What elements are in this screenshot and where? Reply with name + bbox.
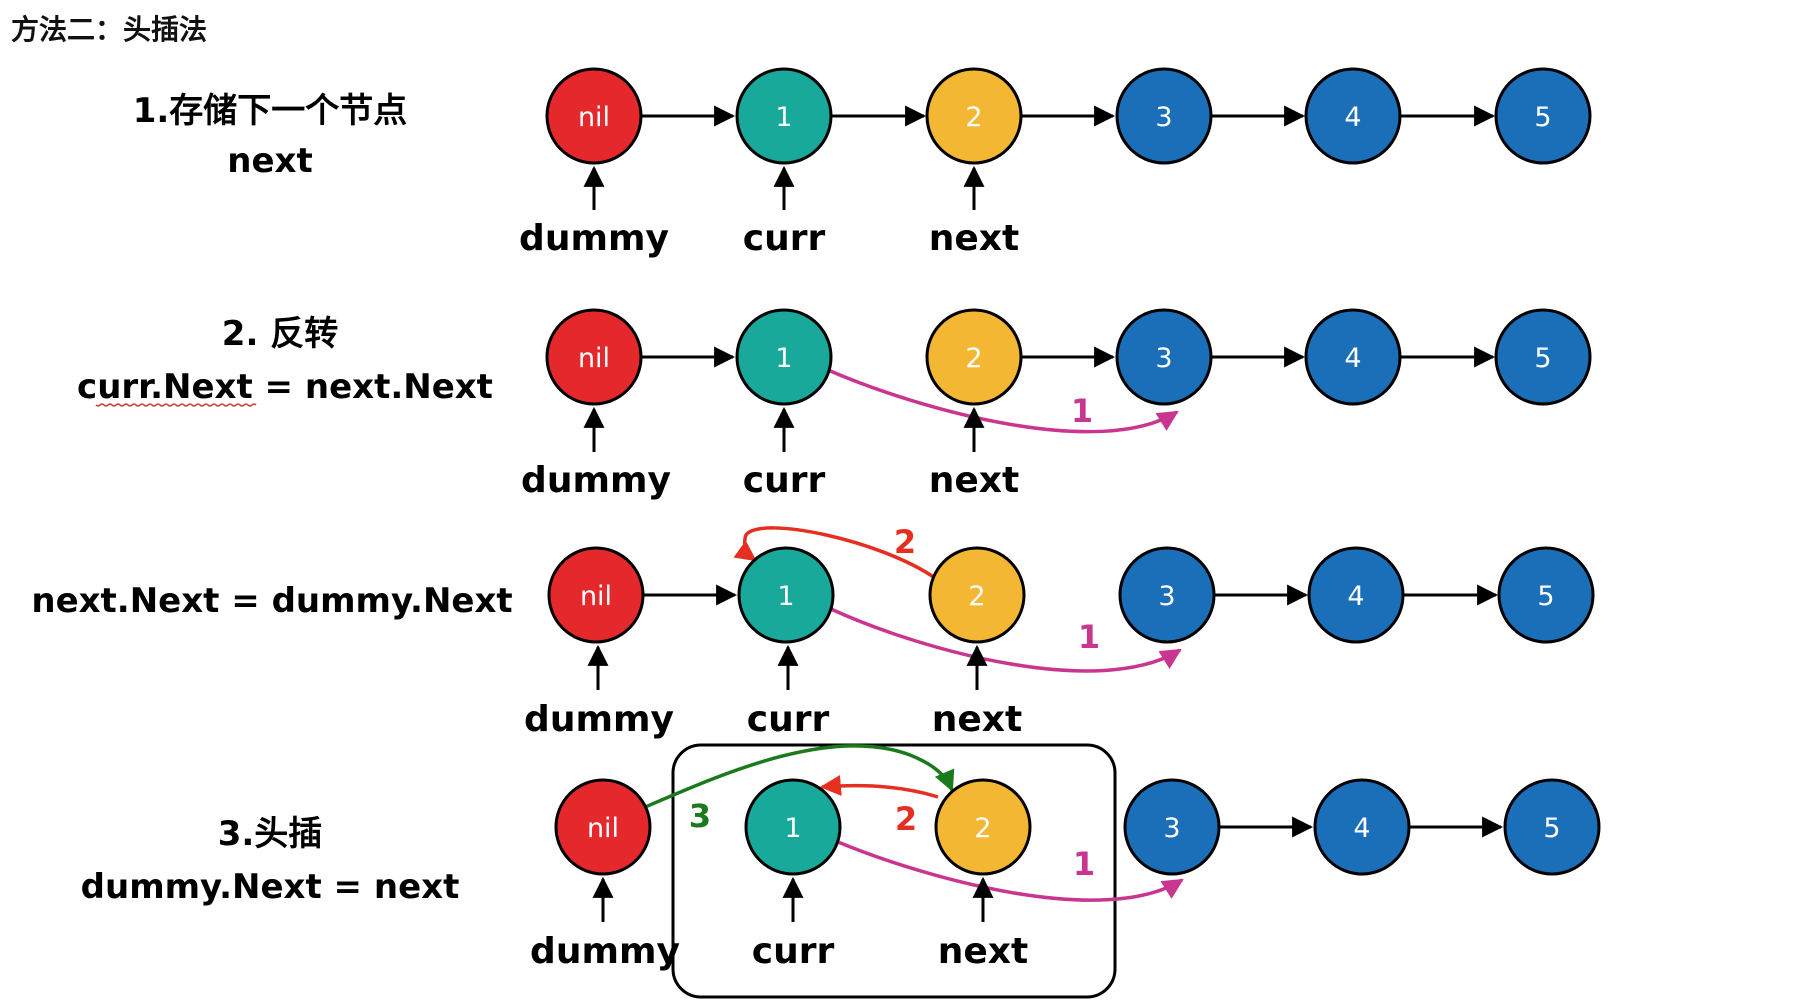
step3-title: 3.头插: [218, 814, 323, 854]
node-5: [1494, 67, 1592, 165]
curr-label: curr: [743, 460, 826, 501]
node-nil-label: nil: [578, 343, 610, 374]
node-2: [928, 546, 1026, 644]
link-label-1: 1: [1073, 845, 1095, 883]
node-3: [1115, 67, 1213, 165]
spellcheck-underline: [95, 403, 257, 407]
curr-label: curr: [752, 931, 835, 972]
node-3-label: 3: [1163, 813, 1180, 844]
step2-title: 2. 反转: [222, 314, 338, 354]
dummy-label: dummy: [524, 699, 674, 740]
step3-code: dummy.Next = next: [81, 867, 460, 907]
node-4: [1307, 546, 1405, 644]
step1-code: next: [227, 141, 312, 181]
node-nil: [545, 308, 643, 406]
node-5-label: 5: [1534, 102, 1551, 133]
node-1: [735, 308, 833, 406]
dummy-label: dummy: [530, 931, 680, 972]
node-3-label: 3: [1158, 581, 1175, 612]
next-label: next: [929, 460, 1019, 501]
node-nil: [545, 67, 643, 165]
node-5-label: 5: [1537, 581, 1554, 612]
node-5-label: 5: [1543, 813, 1560, 844]
link-label-2: 2: [895, 800, 917, 838]
link-1-to-3: [837, 840, 1184, 902]
dummy-label: dummy: [519, 218, 669, 259]
node-5: [1494, 308, 1592, 406]
node-1-label: 1: [775, 343, 792, 374]
node-3: [1123, 778, 1221, 876]
node-nil-label: nil: [578, 102, 610, 133]
row-3: 1 2 nil 1 2 3 4 5 dummy curr next: [524, 523, 1595, 740]
node-nil-label: nil: [580, 581, 612, 612]
node-4-label: 4: [1353, 813, 1370, 844]
link-2-to-1: [819, 775, 939, 799]
node-2-label: 2: [974, 813, 991, 844]
node-4-label: 4: [1347, 581, 1364, 612]
node-5: [1503, 778, 1601, 876]
node-4: [1304, 67, 1402, 165]
node-2: [925, 308, 1023, 406]
node-1-label: 1: [775, 102, 792, 133]
node-nil: [547, 546, 645, 644]
next-label: next: [938, 931, 1028, 972]
node-1-label: 1: [784, 813, 801, 844]
node-2-label: 2: [965, 102, 982, 133]
node-2: [925, 67, 1023, 165]
node-4: [1313, 778, 1411, 876]
next-label-highlight: next: [929, 218, 1019, 259]
row-1: nil 1 2 3 4 5 dummy curr next: [519, 67, 1592, 259]
page-title: 方法二：头插法: [11, 13, 208, 46]
node-1: [737, 546, 835, 644]
node-3: [1118, 546, 1216, 644]
node-2: [934, 778, 1032, 876]
node-nil: [554, 778, 652, 876]
row-2: 1 nil 1 2 3 4 5 dummy curr next: [521, 308, 1592, 501]
node-5-label: 5: [1534, 343, 1551, 374]
step2-code: curr.Next = next.Next: [77, 367, 493, 407]
next-label: next: [932, 699, 1022, 740]
link-label-2: 2: [894, 523, 916, 561]
link-nil-to-2: [642, 744, 955, 810]
step1-title: 1.存储下一个节点: [133, 91, 408, 131]
step2b-code: next.Next = dummy.Next: [31, 581, 512, 621]
node-1-label: 1: [777, 581, 794, 612]
node-1: [735, 67, 833, 165]
node-4-label: 4: [1344, 102, 1361, 133]
node-3: [1115, 308, 1213, 406]
node-3-label: 3: [1155, 343, 1172, 374]
row-4: 1 2 3 nil 1 2 3 4 5 dummy curr next: [530, 743, 1601, 999]
link-label-1: 1: [1071, 392, 1093, 430]
node-nil-label: nil: [587, 813, 619, 844]
link-2-to-1: [733, 526, 936, 580]
node-2-label: 2: [968, 581, 985, 612]
node-4: [1304, 308, 1402, 406]
link-1-to-3: [827, 368, 1179, 434]
link-1-to-3: [830, 607, 1182, 673]
node-2-label: 2: [965, 343, 982, 374]
curr-label: curr: [747, 699, 830, 740]
node-1: [744, 778, 842, 876]
node-5: [1497, 546, 1595, 644]
head-insert-group-box: [671, 743, 1117, 999]
curr-label: curr: [743, 218, 826, 259]
node-3-label: 3: [1155, 102, 1172, 133]
dummy-label: dummy: [521, 460, 671, 501]
link-label-1: 1: [1078, 618, 1100, 656]
link-label-3: 3: [689, 797, 711, 835]
node-4-label: 4: [1344, 343, 1361, 374]
